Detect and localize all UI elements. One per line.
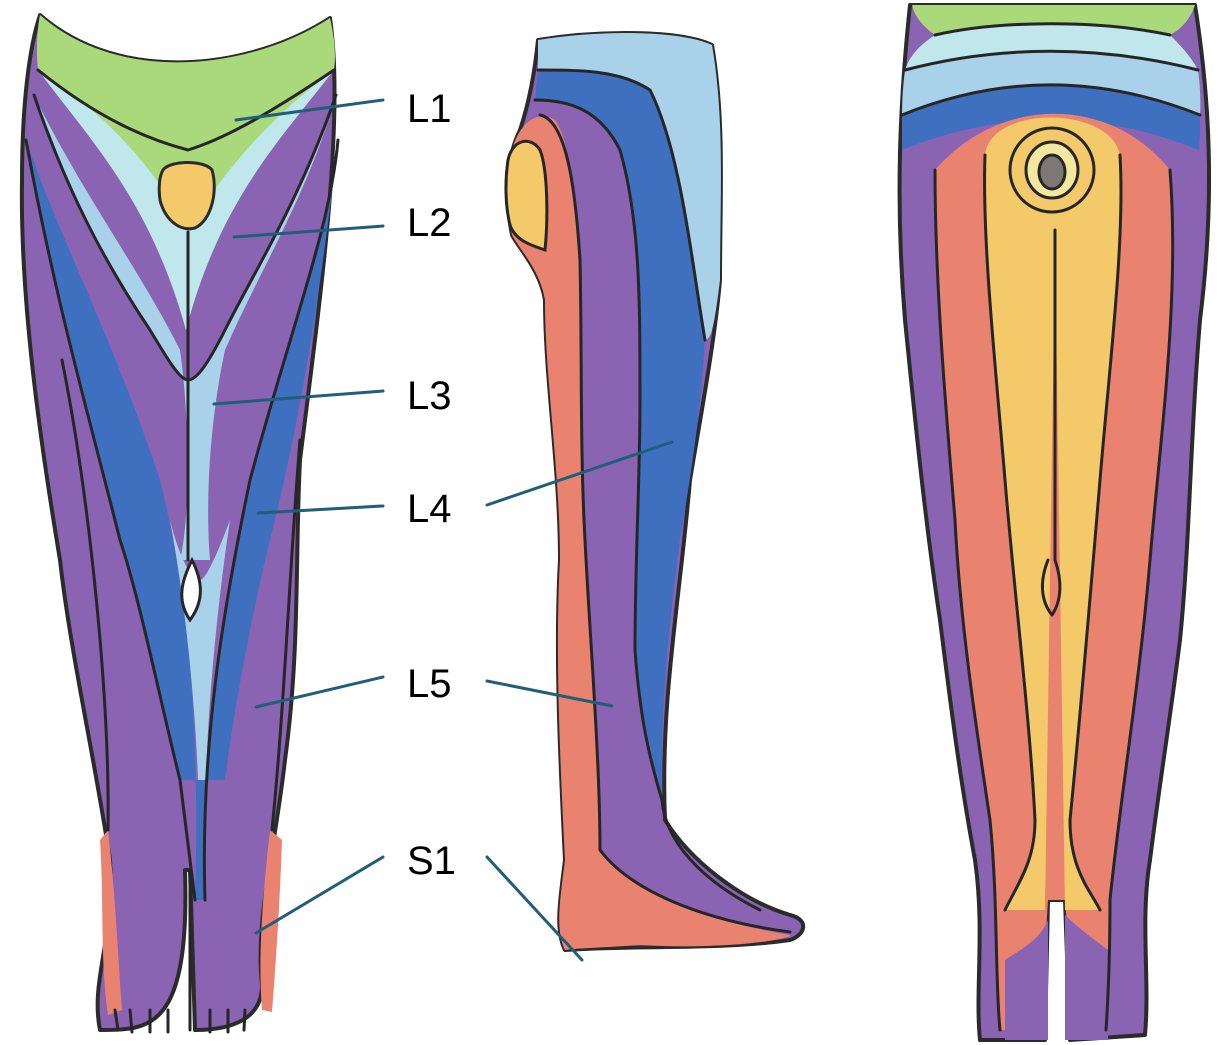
label-l3: L3 xyxy=(407,374,452,418)
label-l2: L2 xyxy=(407,201,452,245)
dermatome-labels: L1 L2 L3 L4 L5 S1 xyxy=(407,87,456,883)
label-l1: L1 xyxy=(407,87,452,131)
lateral-leg-view xyxy=(506,33,803,950)
label-s1: S1 xyxy=(407,839,456,883)
label-l4: L4 xyxy=(407,487,452,531)
posterior-leg-view xyxy=(900,5,1210,1040)
label-l5: L5 xyxy=(407,662,452,706)
anterior-sacral-patch xyxy=(159,163,214,229)
posterior-s5-ring xyxy=(1039,155,1065,189)
anterior-leg-view xyxy=(22,15,338,1032)
